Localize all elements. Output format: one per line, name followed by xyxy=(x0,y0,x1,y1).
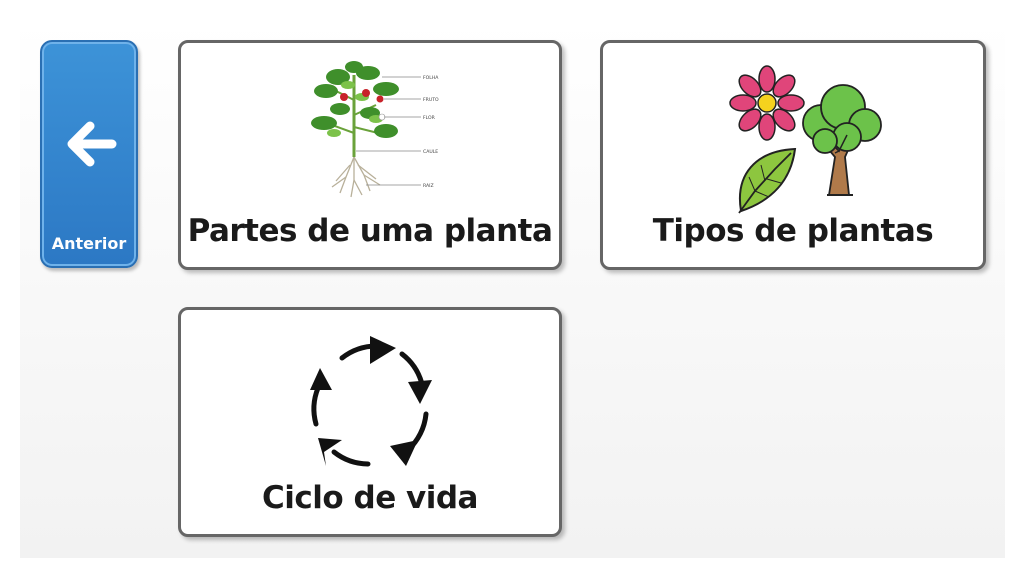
arrow-left-icon xyxy=(67,121,117,167)
diagram-label-raiz: RAIZ xyxy=(423,183,434,189)
diagram-label-caule: CAULE xyxy=(423,149,438,155)
cycle-arrows-icon xyxy=(310,336,432,467)
card-title: Tipos de plantas xyxy=(652,213,934,249)
card-plant-types[interactable]: Tipos de plantas xyxy=(600,40,986,270)
diagram-label-folha: FOLHA xyxy=(423,75,439,81)
back-button[interactable]: Anterior xyxy=(40,40,138,268)
card-title: Ciclo de vida xyxy=(262,480,478,516)
plant-parts-diagram-icon: FOLHA FRUTO FLOR CAULE RAIZ xyxy=(296,55,446,205)
flower-leaf-tree-icon xyxy=(729,65,882,214)
diagram-label-fruto: FRUTO xyxy=(423,97,439,103)
card-life-cycle[interactable]: Ciclo de vida xyxy=(178,307,562,537)
card-plant-parts[interactable]: FOLHA FRUTO FLOR CAULE RAIZ Partes de um… xyxy=(178,40,562,270)
diagram-label-flor: FLOR xyxy=(423,115,436,121)
card-title: Partes de uma planta xyxy=(187,213,553,249)
back-button-label: Anterior xyxy=(51,234,127,253)
